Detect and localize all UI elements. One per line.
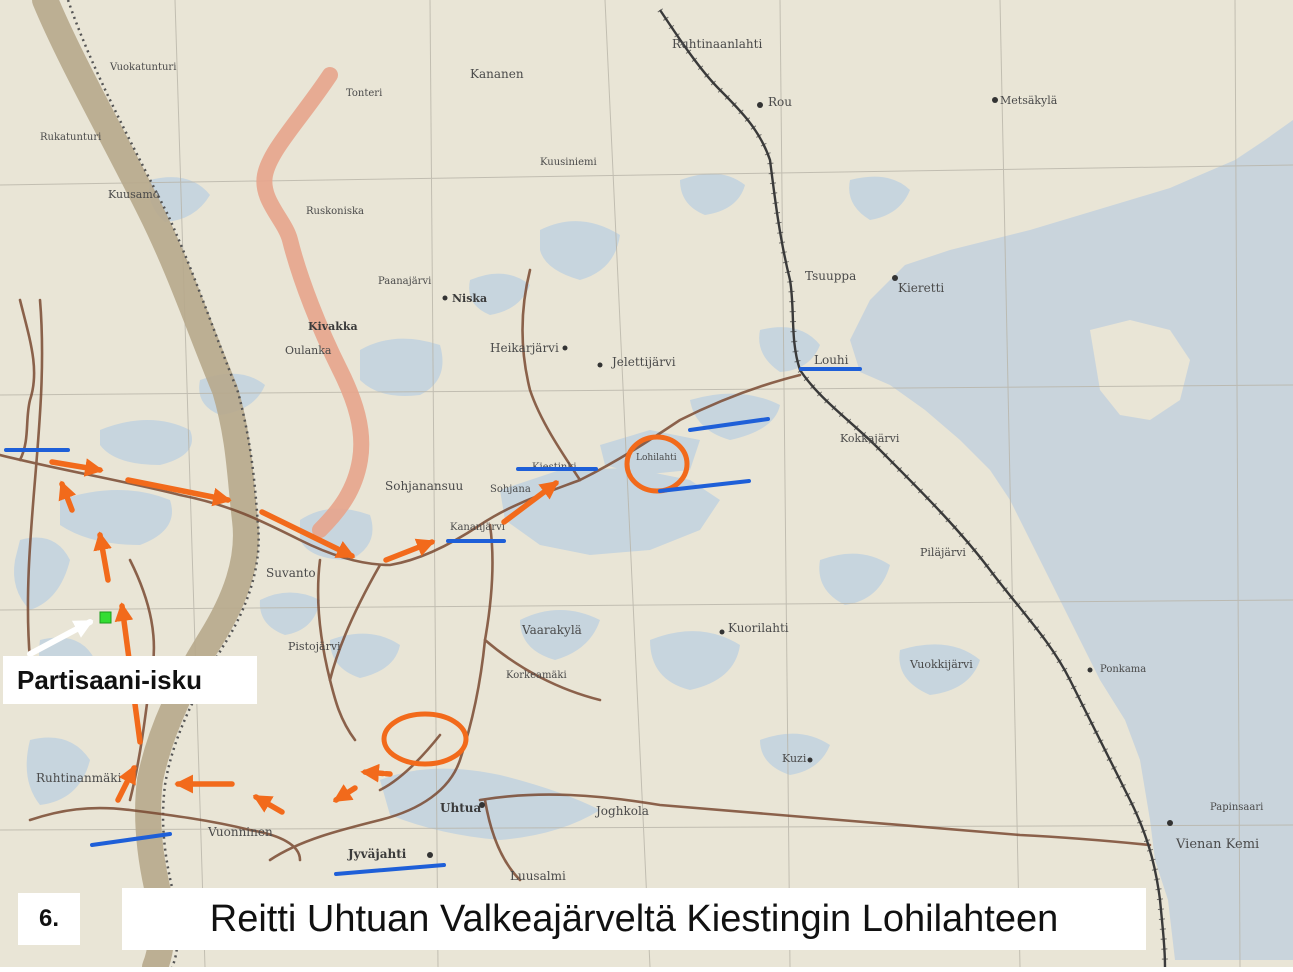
place-kananjarvi: Kananjärvi: [450, 522, 505, 533]
place-heikarjarvi: Heikarjärvi: [490, 341, 559, 355]
front-lines: [4, 367, 862, 876]
place-kuusamo: Kuusamo: [108, 188, 160, 201]
place-korkeamaki: Korkeamäki: [506, 670, 567, 681]
place-pistojarvi: Pistojärvi: [288, 640, 341, 653]
place-kuzi: Kuzi: [782, 752, 807, 765]
white-sea: [850, 10, 1293, 960]
place-labels: Ruhtinaanlahti Kananen Rou Metsäkylä Vuo…: [36, 37, 1263, 883]
place-pilajarvi: Piläjärvi: [920, 546, 966, 559]
place-rukatunturi: Rukatunturi: [40, 132, 101, 143]
place-papinsaari: Papinsaari: [1210, 802, 1263, 813]
partisan-pointer-arrow: [27, 619, 94, 657]
place-metsakyla: Metsäkylä: [1000, 94, 1058, 107]
place-joghkola: Joghkola: [594, 804, 649, 818]
route-arrow: [115, 764, 137, 803]
place-jyvajahti: Jyväjahti: [347, 847, 407, 861]
slide-number: 6.: [18, 893, 80, 945]
place-vuokkijarvi: Vuokkijärvi: [909, 658, 973, 671]
place-luusalmi: Luusalmi: [510, 869, 566, 883]
place-kivakka: Kivakka: [308, 320, 358, 333]
place-kuusiniemi: Kuusiniemi: [540, 157, 597, 168]
place-vaarakyla: Vaarakylä: [521, 623, 582, 637]
target-circle-valkeajarvi: [381, 711, 469, 767]
place-oulanka: Oulanka: [285, 344, 332, 357]
place-ruhtinanmaki: Ruhtinanmäki: [36, 771, 122, 785]
place-sohjana: Sohjana: [490, 484, 531, 495]
place-vienan-kemi: Vienan Kemi: [1175, 837, 1259, 852]
place-kuorilahti: Kuorilahti: [728, 621, 789, 635]
place-kananen: Kananen: [470, 67, 524, 81]
sea-coast-upper: [985, 10, 1293, 178]
route-arrow: [58, 480, 77, 513]
place-tonteri: Tonteri: [346, 88, 382, 99]
place-uhtua: Uhtua: [440, 801, 481, 815]
border-band: [32, 0, 259, 972]
place-vuokatunturi: Vuokatunturi: [109, 62, 176, 73]
partisan-strike-label: Partisaani-isku: [3, 656, 257, 704]
red-band: [256, 67, 370, 538]
route-arrow: [332, 784, 358, 803]
route-arrow: [93, 531, 112, 583]
front-dotted-line: [66, 0, 260, 968]
sea-coast-inlet: [1090, 320, 1190, 420]
route-arrow: [49, 458, 104, 477]
place-rou: Rou: [768, 95, 792, 109]
route-arrow: [125, 477, 232, 507]
partisan-strike-marker: [99, 611, 112, 624]
place-tsuuppa: Tsuuppa: [805, 269, 856, 283]
place-ruhtinaanlahti: Ruhtinaanlahti: [672, 37, 762, 51]
place-jelettijarvi: Jelettijärvi: [610, 355, 676, 369]
place-lohilahti: Lohilahti: [636, 453, 677, 463]
place-ruskoniska: Ruskoniska: [306, 206, 364, 217]
place-sohjanansuu: Sohjanansuu: [385, 479, 464, 493]
route-arrow: [360, 763, 393, 783]
place-louhi: Louhi: [814, 353, 849, 367]
route-arrow: [501, 480, 559, 525]
target-circle-lohilahti: [624, 434, 690, 494]
place-ponkama: Ponkama: [1100, 664, 1146, 675]
place-kakkajarvi: Kokkajärvi: [840, 432, 900, 445]
place-suvanto: Suvanto: [266, 566, 316, 580]
place-vuonninen: Vuonninen: [207, 825, 273, 839]
place-niska: Niska: [452, 292, 487, 305]
route-arrow: [252, 794, 285, 815]
route-title: Reitti Uhtuan Valkeajärveltä Kiestingin …: [122, 888, 1146, 950]
place-kieretti: Kieretti: [898, 281, 944, 295]
route-arrow: [383, 538, 436, 563]
settlement-dots: [427, 97, 1173, 858]
place-paanajarvi: Paanajärvi: [378, 276, 431, 287]
railway: [659, 9, 1167, 968]
route-arrow: [259, 509, 356, 559]
